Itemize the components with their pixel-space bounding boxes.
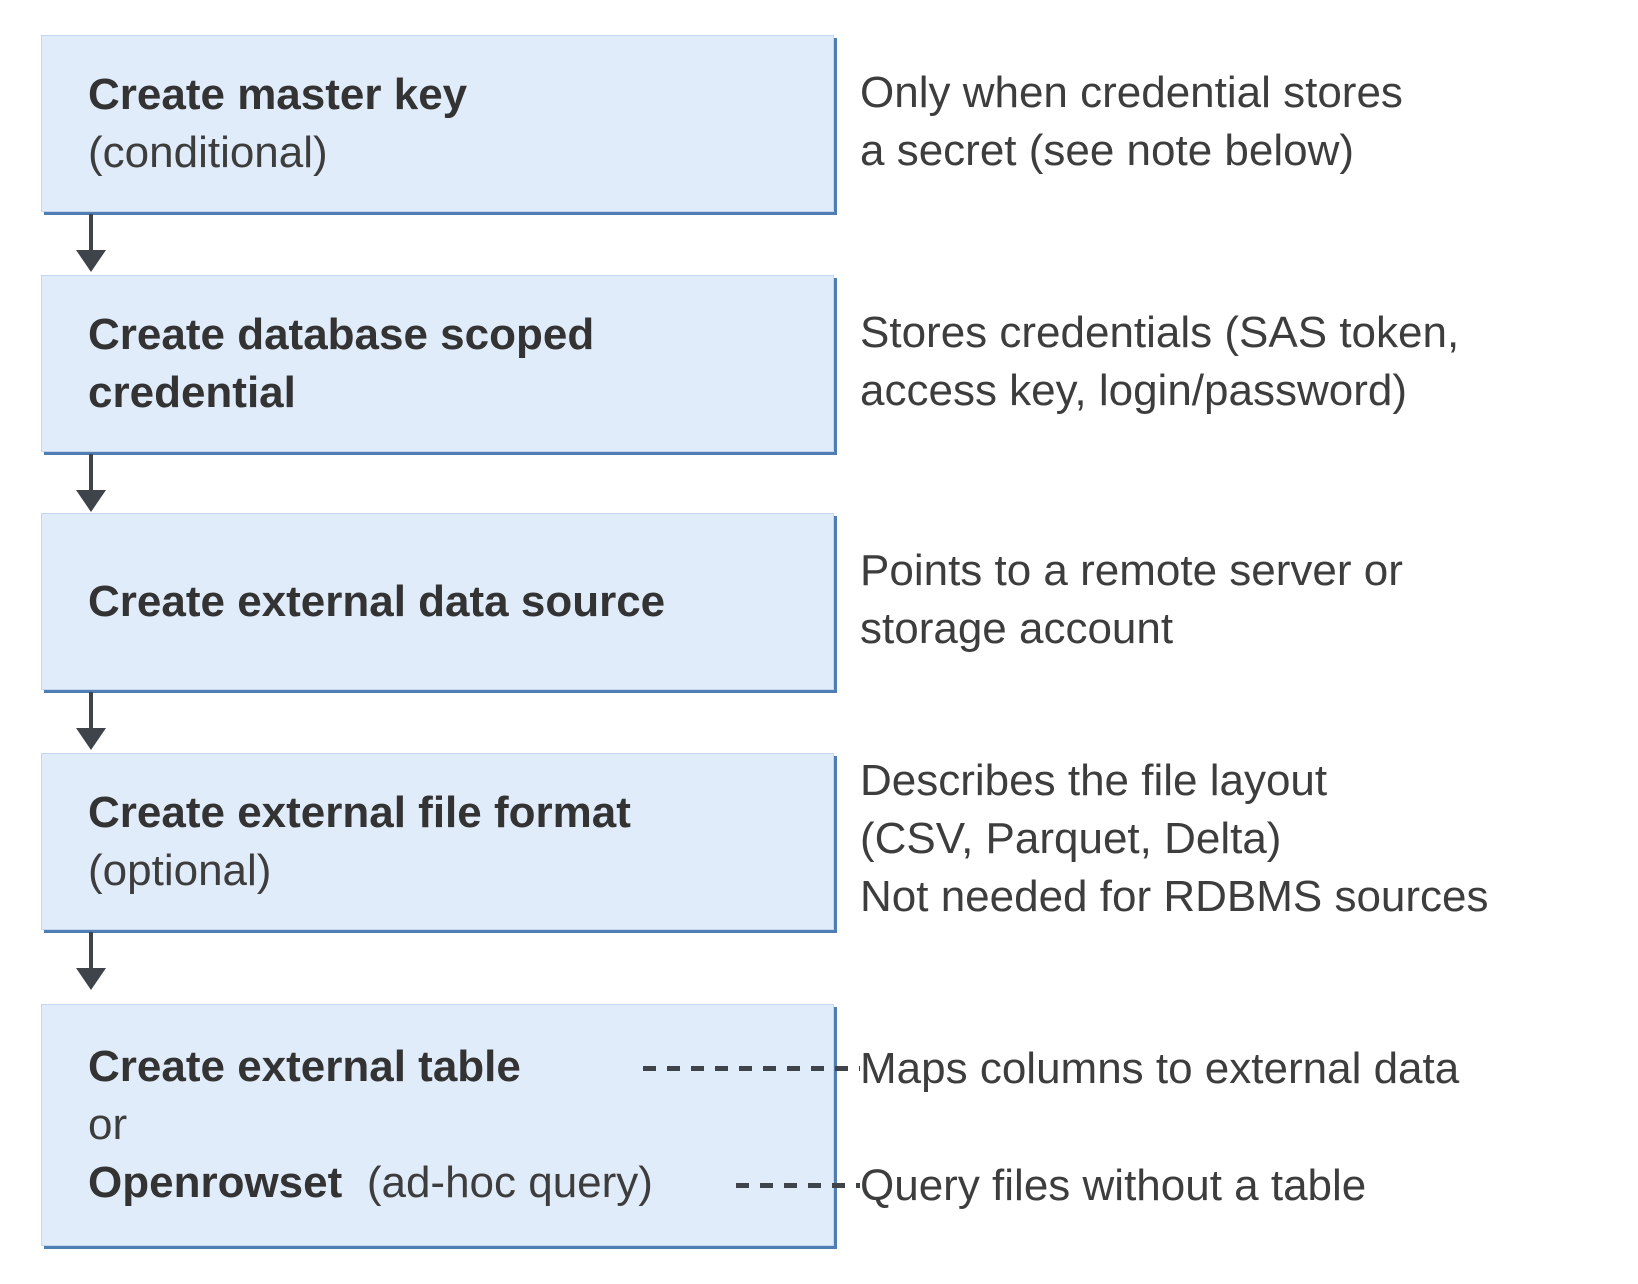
openrowset-line: Openrowset (ad-hoc query): [88, 1154, 817, 1212]
arrow-head: [76, 728, 106, 750]
arrow-shaft: [89, 932, 93, 974]
or-label: or: [88, 1100, 128, 1149]
step-title: Create master key: [88, 69, 468, 119]
step-title: Create external file format: [88, 787, 631, 837]
dashed-connector-external-table: [643, 1066, 860, 1071]
step-box-database-scoped-credential: Create database scoped credential: [41, 275, 834, 452]
arrow-shaft: [89, 692, 93, 734]
arrow-head: [76, 968, 106, 990]
step-qualifier: (conditional): [88, 127, 328, 177]
down-arrow-icon: [76, 214, 106, 272]
step-box-external-file-format: Create external file format (optional): [41, 753, 834, 930]
down-arrow-icon: [76, 932, 106, 990]
arrow-head: [76, 250, 106, 272]
step-box-external-data-source: Create external data source: [41, 513, 834, 690]
openrowset-title: Openrowset: [88, 1158, 343, 1207]
openrowset-qualifier: (ad-hoc query): [366, 1158, 653, 1207]
down-arrow-icon: [76, 692, 106, 750]
note-external-file-format: Describes the file layout (CSV, Parquet,…: [860, 756, 1489, 921]
note-database-scoped-credential: Stores credentials (SAS token, access ke…: [860, 308, 1460, 415]
note-external-data-source: Points to a remote server or storage acc…: [860, 546, 1403, 653]
arrow-shaft: [89, 214, 93, 256]
note-openrowset: Query files without a table: [860, 1161, 1367, 1210]
note-master-key: Only when credential stores a secret (se…: [860, 68, 1403, 175]
step-title: Create database scoped credential: [88, 309, 595, 417]
step-qualifier: (optional): [88, 845, 272, 895]
arrow-shaft: [89, 454, 93, 496]
step-title: Create external data source: [88, 576, 666, 626]
arrow-head: [76, 490, 106, 512]
step-box-master-key: Create master key (conditional): [41, 35, 834, 212]
note-external-table: Maps columns to external data: [860, 1044, 1460, 1093]
down-arrow-icon: [76, 454, 106, 512]
step-title: Create external table: [88, 1042, 521, 1091]
dashed-connector-openrowset: [736, 1183, 860, 1188]
step-box-external-table-or-openrowset: Create external table or Openrowset (ad-…: [41, 1004, 834, 1246]
